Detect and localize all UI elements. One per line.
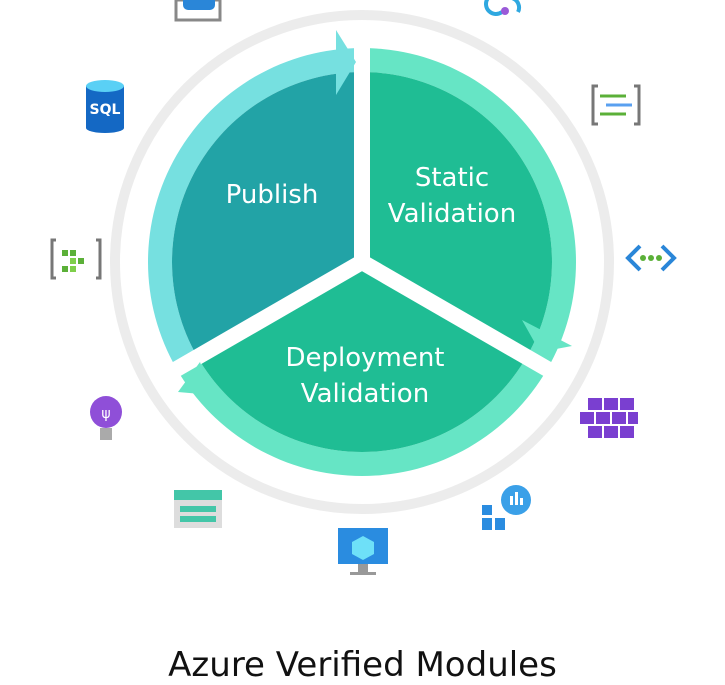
aks-icon [580,398,638,438]
outer-ring [110,10,614,514]
storage-account-icon [174,490,222,528]
divider-line [357,255,557,379]
app-gateway-icon [174,0,222,22]
virtual-network-icon [625,244,677,272]
svg-text:SQL: SQL [90,102,121,118]
data-factory-icon [591,84,641,126]
deployment-arrowhead [178,362,212,395]
svg-text:ψ: ψ [101,406,110,422]
service-endpoint-icon [484,0,522,16]
segment-publish-arrow-band [148,48,362,369]
static-arrowhead [522,320,572,352]
container-registry-icon [50,238,102,280]
function-app-icon: ψ [90,396,122,440]
segment-dividers [167,42,557,379]
segment-static-validation-arrow-band [362,48,576,369]
sql-database-icon: SQL [86,80,124,133]
segment-label-publish: Publish [226,180,319,210]
monitor-workbook-icon [482,485,531,530]
divider-line [167,255,366,379]
diagram-title: Azure Verified Modules [168,645,557,685]
segment-deployment-validation-arrow-band [176,357,548,476]
publish-arrowhead [336,30,356,95]
virtual-machine-icon [338,528,388,575]
